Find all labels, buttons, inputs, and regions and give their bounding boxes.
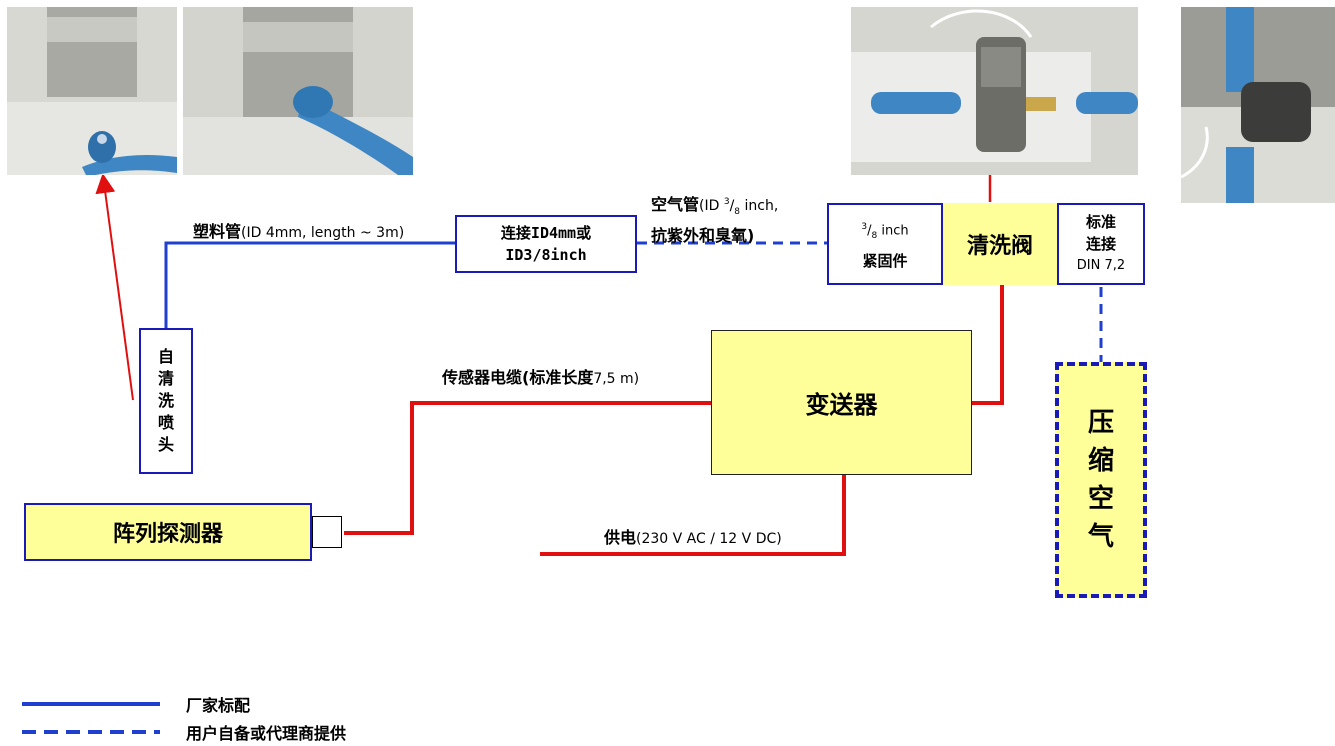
std-conn-line-2: 连接 <box>1085 235 1116 253</box>
nozzle-photo-1 <box>7 7 177 175</box>
sensor-cable-label: 传感器电缆(标准长度7,5 m) <box>442 364 639 388</box>
standard-connection-box: 标准 连接 DIN 7,2 <box>1057 203 1145 285</box>
nozzle-char-3: 洗 <box>157 391 174 410</box>
transmitter-label: 变送器 <box>805 391 878 419</box>
air-tube-bold: 空气管 <box>651 195 700 214</box>
nozzle-char-1: 自 <box>157 347 174 366</box>
self-cleaning-nozzle-box: 自 清 洗 喷 头 <box>139 328 193 474</box>
std-conn-line-3: DIN 7,2 <box>1076 258 1126 273</box>
fitting-frac-num: 3 <box>861 221 868 232</box>
plastic-tube-rest: (ID 4mm, length ~ 3m) <box>241 225 405 241</box>
legend-solid-text: 厂家标配 <box>186 696 251 715</box>
air-char-2: 缩 <box>1087 446 1114 476</box>
air-char-1: 压 <box>1087 408 1114 438</box>
air-tube-rest-a: (ID <box>699 198 724 214</box>
sensor-cable-rest: 7,5 m) <box>593 371 640 387</box>
plastic-tube-bold: 塑料管 <box>193 222 242 241</box>
fitting-frac-den: 8 <box>871 230 878 241</box>
sensor-cable-bold: 传感器电缆(标准长度 <box>442 368 594 387</box>
power-label: 供电(230 V AC / 12 V DC) <box>604 524 782 548</box>
connector-box: 连接ID4mm或 ID3/8inch <box>455 215 637 273</box>
cleaning-valve-box: 清洗阀 <box>943 203 1057 285</box>
fitting-size: 3/8 inch <box>861 221 909 241</box>
air-char-3: 空 <box>1087 484 1114 514</box>
fitting-label: 紧固件 <box>862 252 908 271</box>
cleaning-valve-label: 清洗阀 <box>966 234 1033 259</box>
nozzle-photo-arrow <box>95 173 134 401</box>
std-conn-line-1: 标准 <box>1085 213 1116 231</box>
fitting-box: 3/8 inch 紧固件 <box>827 203 943 285</box>
plastic-tube-label: 塑料管(ID 4mm, length ~ 3m) <box>193 218 404 242</box>
array-detector-label: 阵列探测器 <box>112 522 223 547</box>
air-char-4: 气 <box>1087 522 1114 552</box>
compressed-air-box: 压 缩 空 气 <box>1055 362 1147 598</box>
nozzle-char-4: 喷 <box>157 413 174 432</box>
legend-dashed-text: 用户自备或代理商提供 <box>186 724 347 743</box>
plastic-tube-line <box>164 241 455 328</box>
air-frac-num: 3 <box>723 197 730 207</box>
connector-line-2: ID3/8inch <box>505 246 587 264</box>
power-rest: (230 V AC / 12 V DC) <box>636 531 782 547</box>
detector-connector <box>312 516 342 548</box>
nozzle-char-2: 清 <box>157 369 174 388</box>
transmitter-box: 变送器 <box>711 330 972 475</box>
air-frac-den: 8 <box>734 207 741 217</box>
nozzle-char-5: 头 <box>157 435 174 454</box>
valve-photo <box>851 7 1138 175</box>
fitting-unit: inch <box>881 222 909 238</box>
air-tube-rest-b: inch, <box>740 198 779 214</box>
power-bold: 供电 <box>604 528 637 547</box>
sensor-cable-line <box>344 401 711 535</box>
array-detector-box: 阵列探测器 <box>24 503 312 561</box>
valve-control-line <box>972 285 1004 405</box>
connector-line-1: 连接ID4mm或 <box>500 224 592 242</box>
air-tube-label: 空气管(ID 3/8 inch, 抗紫外和臭氧) <box>651 195 779 245</box>
power-line <box>540 475 846 556</box>
air-tube-line2: 抗紫外和臭氧) <box>651 226 755 245</box>
valve-photo-2 <box>1181 7 1335 203</box>
nozzle-photo-2 <box>183 7 413 175</box>
